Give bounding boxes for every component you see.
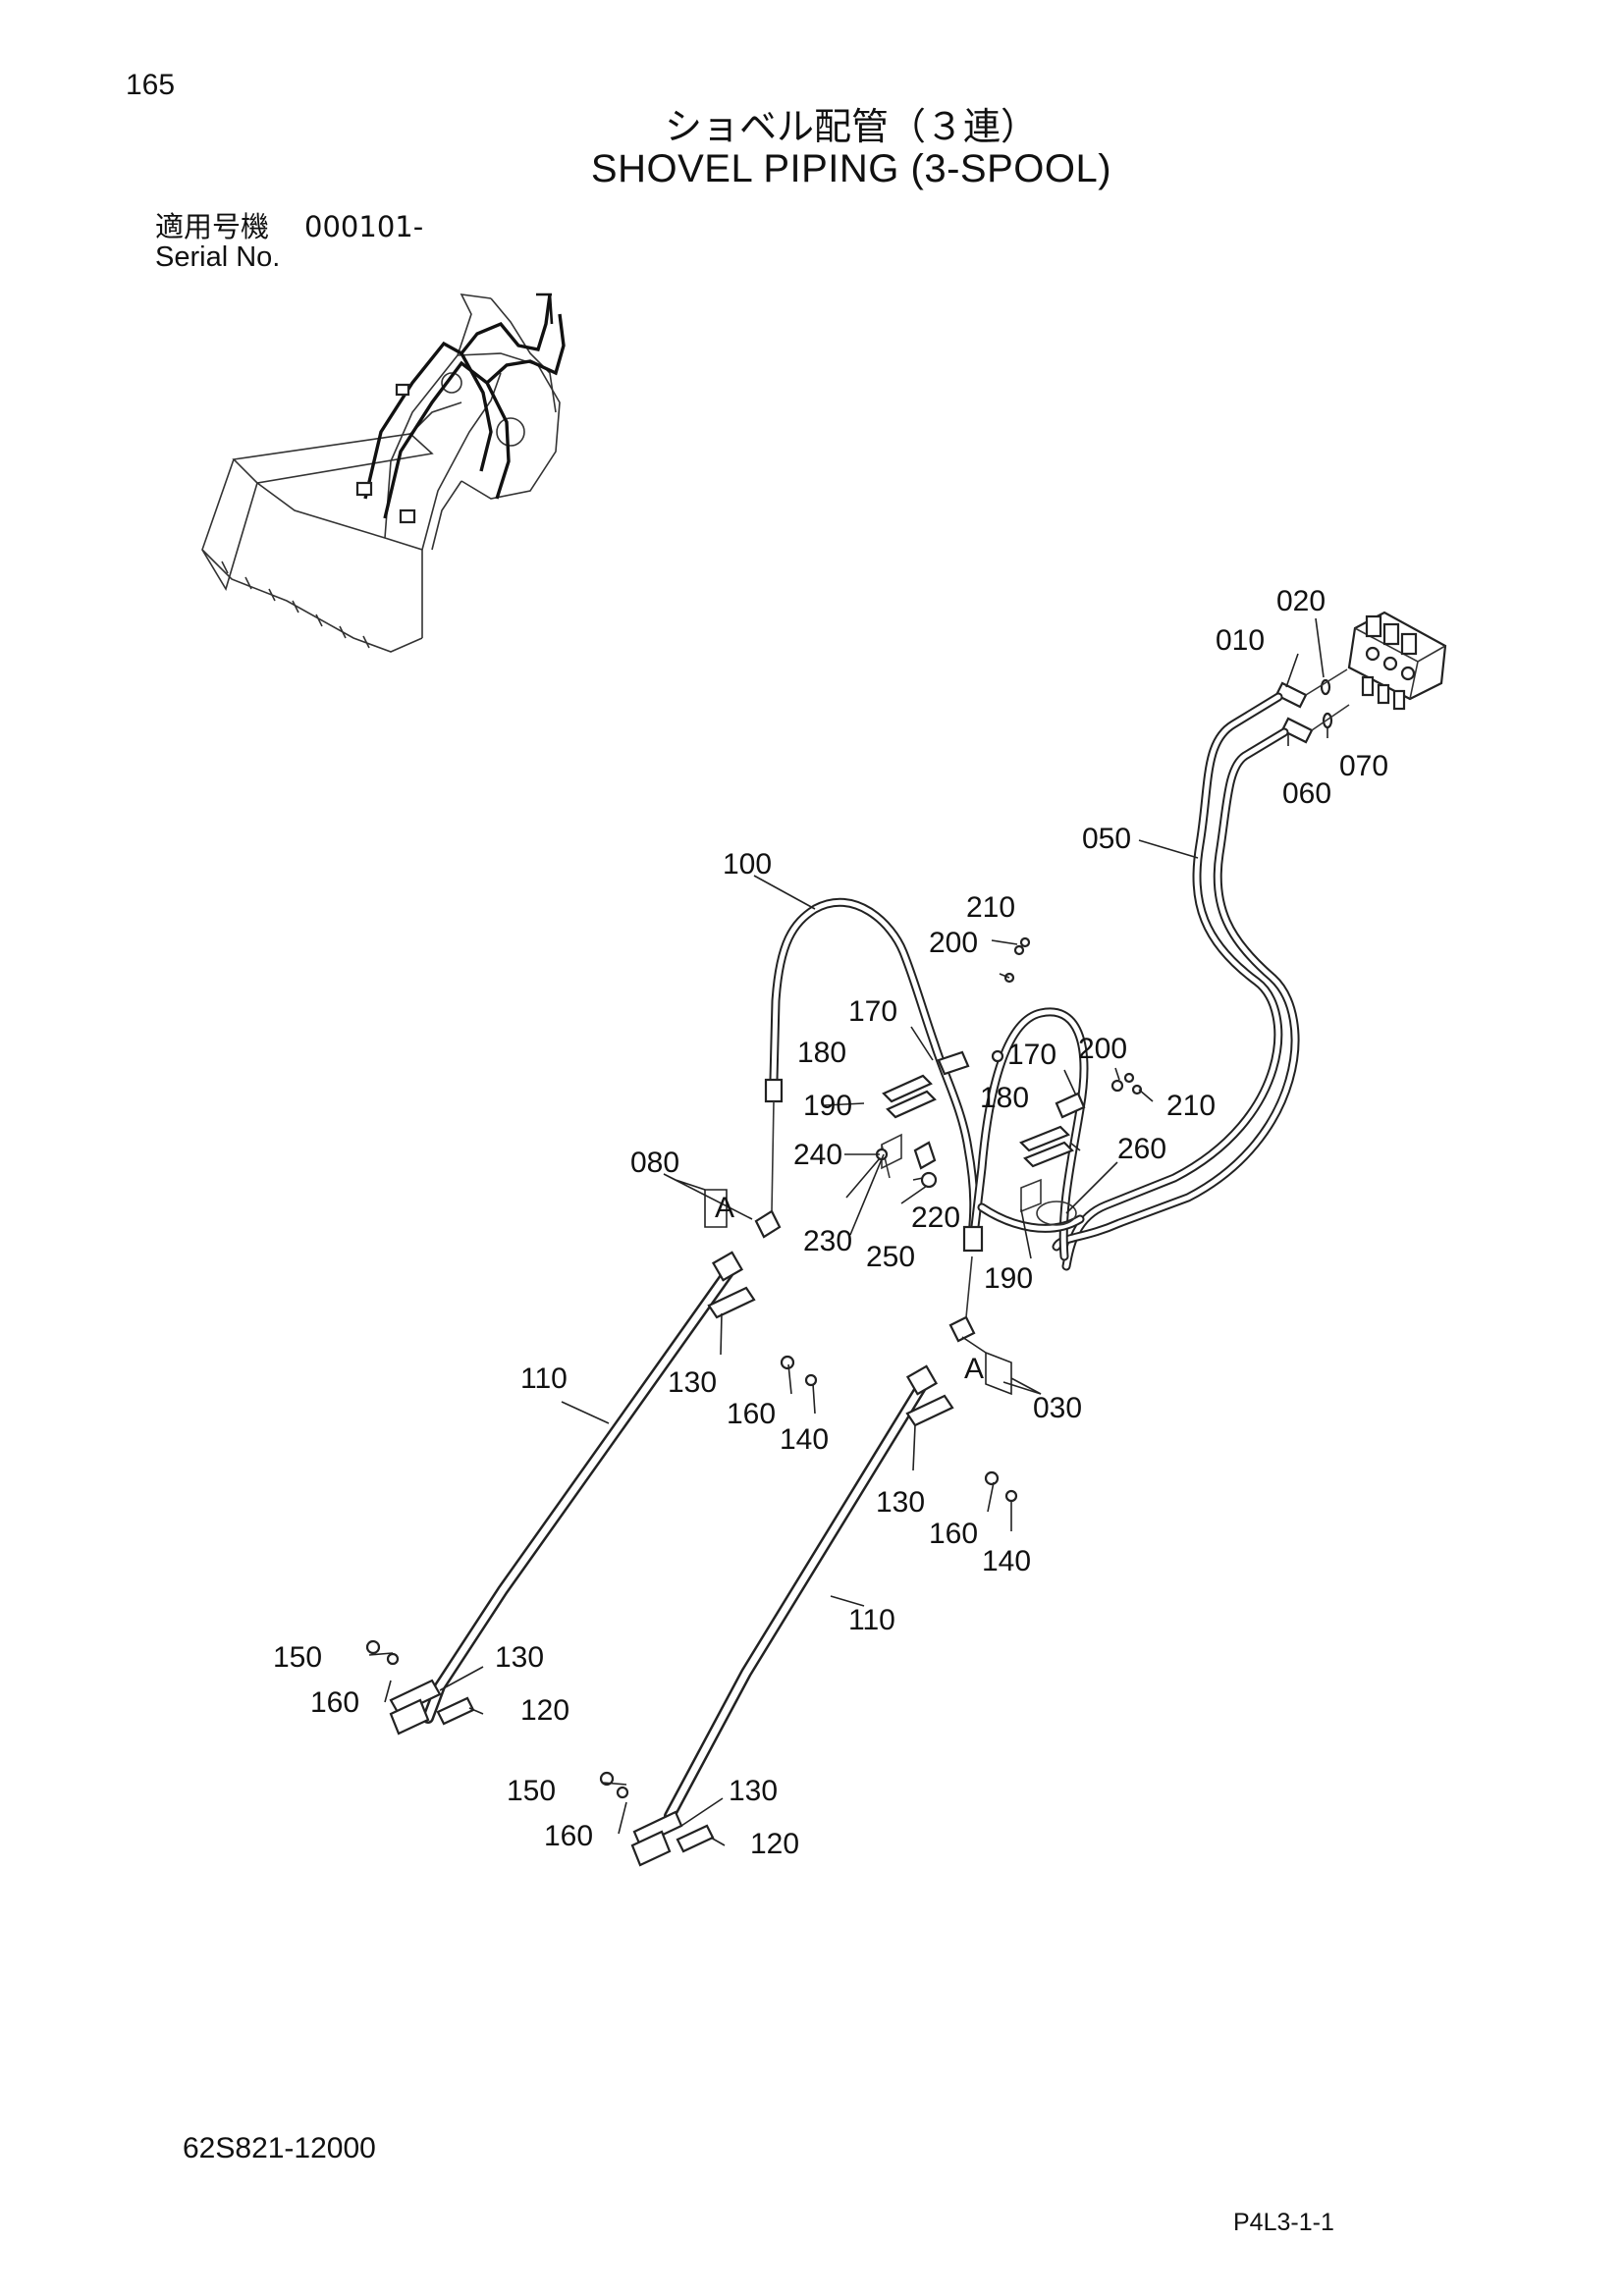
callout-210-top: 210	[966, 891, 1015, 924]
callout-200-right: 200	[1078, 1033, 1127, 1065]
callout-110-left: 110	[520, 1362, 568, 1395]
clamp-set-right	[1019, 1072, 1143, 1226]
callout-160-upper-right: 160	[929, 1518, 978, 1550]
callout-230: 230	[803, 1225, 852, 1257]
control-valve	[1347, 611, 1447, 711]
callout-240: 240	[793, 1139, 842, 1171]
view-mark-a-left: A	[715, 1192, 734, 1224]
clamp-set-left	[875, 936, 1031, 1189]
loader-thumbnail	[201, 293, 566, 653]
callout-150-left: 150	[273, 1641, 322, 1674]
callout-180-right: 180	[980, 1082, 1029, 1114]
callout-160-lower-right: 160	[544, 1820, 593, 1852]
callout-180-left: 180	[797, 1037, 846, 1069]
view-mark-a-right: A	[964, 1353, 984, 1385]
title-english: SHOVEL PIPING (3-SPOOL)	[590, 147, 1112, 190]
view-a-box-right	[961, 1336, 1042, 1396]
serial-value: 000101-	[304, 210, 424, 243]
fitting-080	[754, 1100, 782, 1239]
callout-050: 050	[1082, 823, 1131, 855]
callout-120-left: 120	[520, 1694, 569, 1727]
callout-170-left: 170	[848, 995, 897, 1028]
serial-row: 適用号機 000101-	[155, 204, 423, 245]
callout-130-lower-left: 130	[495, 1641, 544, 1674]
callout-labels: 020 010 070 060 050 100 210 200 170 170 …	[273, 585, 1388, 1860]
pipe-110-right	[630, 1364, 954, 1867]
hose-050	[1052, 692, 1300, 1271]
callout-220: 220	[911, 1201, 960, 1234]
callout-020: 020	[1276, 585, 1326, 617]
page-number: 165	[126, 69, 176, 101]
hose-right-loop	[962, 1007, 1089, 1261]
title-japanese: ショベル配管（３連）	[664, 105, 1038, 148]
callout-130-upper-left: 130	[668, 1366, 717, 1399]
small-hardware	[365, 1355, 1018, 1799]
callout-080: 080	[630, 1147, 679, 1179]
valve-fittings	[1274, 668, 1350, 744]
pipe-110-left	[389, 1251, 756, 1735]
callout-120-right: 120	[750, 1828, 799, 1860]
callout-210-right: 210	[1166, 1090, 1216, 1122]
view-a-box-left	[663, 1173, 753, 1228]
callout-110-right: 110	[848, 1604, 895, 1636]
callout-250: 250	[866, 1241, 915, 1273]
callout-160-upper-left: 160	[727, 1398, 776, 1430]
callout-190-left: 190	[803, 1090, 852, 1122]
callout-150-right: 150	[507, 1775, 556, 1807]
serial-label-en: Serial No.	[155, 241, 281, 273]
callout-010: 010	[1216, 624, 1265, 657]
callout-130-upper-right: 130	[876, 1486, 925, 1519]
callout-260: 260	[1117, 1133, 1166, 1165]
page-code: P4L3-1-1	[1233, 2209, 1334, 2236]
callout-200-top: 200	[929, 927, 978, 959]
callout-170-right: 170	[1007, 1039, 1056, 1071]
callout-130-lower-right: 130	[729, 1775, 778, 1807]
callout-140-right: 140	[982, 1545, 1031, 1577]
callout-030: 030	[1033, 1392, 1082, 1424]
hose-100	[764, 897, 979, 1240]
serial-label-jp: 適用号機	[155, 210, 270, 243]
callout-070: 070	[1339, 750, 1388, 782]
leader-lines	[368, 617, 1328, 1846]
fitting-030	[948, 1255, 976, 1343]
callout-100: 100	[723, 848, 772, 881]
callout-160-lower-left: 160	[310, 1686, 359, 1719]
callout-190-right: 190	[984, 1262, 1033, 1295]
drawing-code: 62S821-12000	[183, 2132, 376, 2164]
callout-060: 060	[1282, 777, 1331, 810]
callout-140-left: 140	[780, 1423, 829, 1456]
